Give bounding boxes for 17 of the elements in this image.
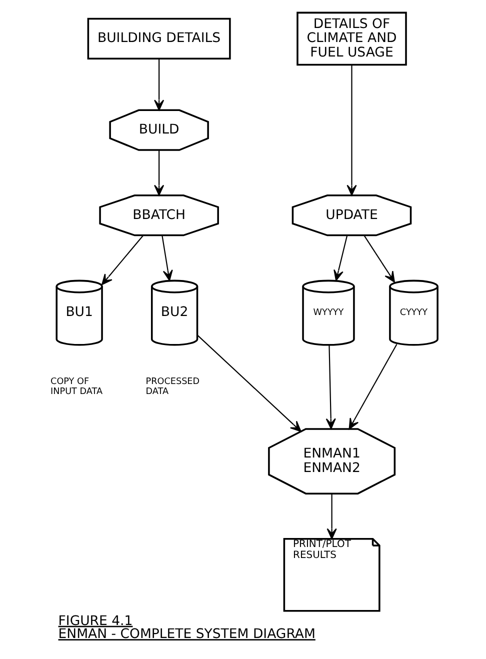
node-label: PROCESSED DATA	[145, 377, 200, 398]
arrow	[325, 344, 336, 430]
arrow	[346, 64, 356, 196]
node-label: COPY OF INPUT DATA	[50, 377, 102, 398]
caption: FIGURE 4.1	[58, 614, 132, 629]
arrow	[154, 58, 164, 111]
arrow	[326, 494, 336, 540]
arrow	[348, 344, 397, 430]
arrow	[101, 235, 143, 286]
node-box: DETAILS OF CLIMATE AND FUEL USAGE	[296, 12, 406, 66]
diagram-title: ENMAN - COMPLETE SYSTEM DIAGRAM	[58, 627, 315, 642]
arrow	[333, 236, 348, 281]
arrow	[196, 334, 301, 432]
node-box: BUILDING DETAILS	[86, 18, 230, 60]
arrow	[161, 236, 172, 281]
arrow	[154, 150, 164, 196]
arrow	[363, 235, 394, 282]
